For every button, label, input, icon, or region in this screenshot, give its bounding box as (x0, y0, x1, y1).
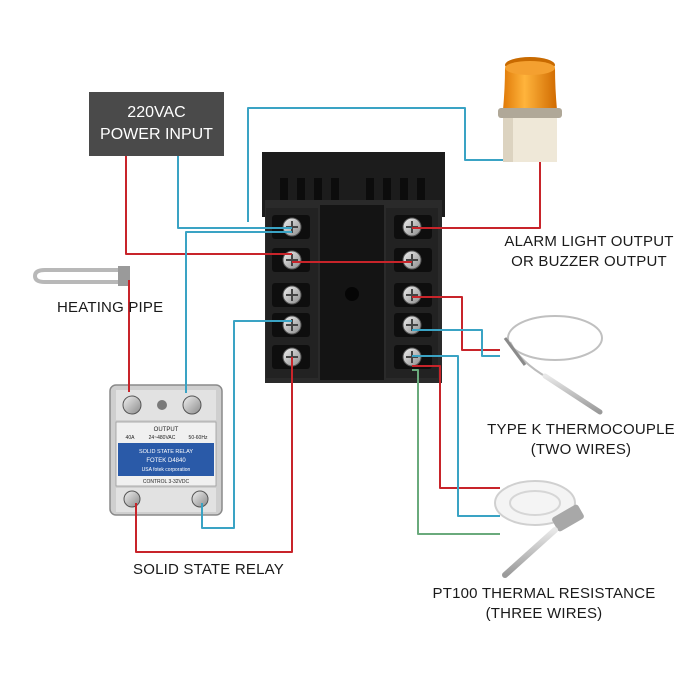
terminal-right-4 (394, 313, 432, 337)
power-input-box: 220VAC POWER INPUT (89, 92, 224, 156)
terminal-left-2 (272, 248, 310, 272)
wire-cyan-ssr-bottom (201, 320, 292, 529)
wire-cyan-ssr (185, 231, 292, 393)
thermocouple-probe (503, 315, 603, 415)
ssr-control: CONTROL 3-32VDC (143, 479, 190, 485)
ssr-brand: USA fotek corporation (142, 467, 191, 473)
alarm-output-line1: ALARM LIGHT OUTPUT (504, 233, 674, 250)
pt100-line1: PT100 THERMAL RESISTANCE (432, 585, 656, 602)
pt100-label: PT100 THERMAL RESISTANCE (THREE WIRES) (418, 584, 670, 624)
terminal-left-3 (272, 283, 310, 307)
alarm-output-label: ALARM LIGHT OUTPUT OR BUZZER OUTPUT (494, 232, 684, 272)
wire-pt100-green (412, 369, 500, 535)
ssr-current: 40A (126, 435, 136, 441)
alarm-output-line2: OR BUZZER OUTPUT (511, 253, 667, 270)
thermocouple-line1: TYPE K THERMOCOUPLE (487, 421, 675, 438)
wire-red-ssr-bottom (135, 357, 293, 553)
ssr-voltage: 24~480VAC (149, 435, 176, 441)
heating-pipe (32, 266, 130, 286)
terminal-right-3 (394, 283, 432, 307)
wire-tc-cyan (412, 329, 500, 357)
power-input-title: POWER INPUT (100, 126, 213, 143)
thermocouple-label: TYPE K THERMOCOUPLE (TWO WIRES) (474, 420, 688, 460)
ssr-title: SOLID STATE RELAY (139, 449, 193, 455)
ssr-frequency: 50-60Hz (189, 435, 208, 441)
power-input-voltage: 220VAC (127, 104, 186, 121)
ssr-label: SOLID STATE RELAY (133, 561, 284, 578)
ssr-model: FOTEK D4840 (146, 458, 186, 464)
pt100-probe (494, 480, 584, 578)
terminal-right-2 (394, 248, 432, 272)
wire-pt100-cyan (412, 355, 500, 517)
terminal-left-4 (272, 313, 310, 337)
wire-power-red (125, 156, 292, 255)
heating-pipe-label: HEATING PIPE (57, 299, 164, 316)
thermocouple-line2: (TWO WIRES) (530, 441, 632, 458)
wire-red-from-beacon (412, 162, 541, 229)
wire-pt100-red (412, 365, 500, 489)
solid-state-relay: OUTPUT 40A 24~480VAC 50-60Hz SOLID STATE… (109, 384, 223, 516)
wire-cyan-to-beacon (247, 107, 503, 222)
wires (125, 107, 541, 553)
ssr-output-label: OUTPUT (154, 427, 179, 433)
alarm-beacon (498, 57, 562, 162)
wire-power-cyan (177, 156, 292, 229)
pt100-line2: (THREE WIRES) (485, 605, 603, 622)
